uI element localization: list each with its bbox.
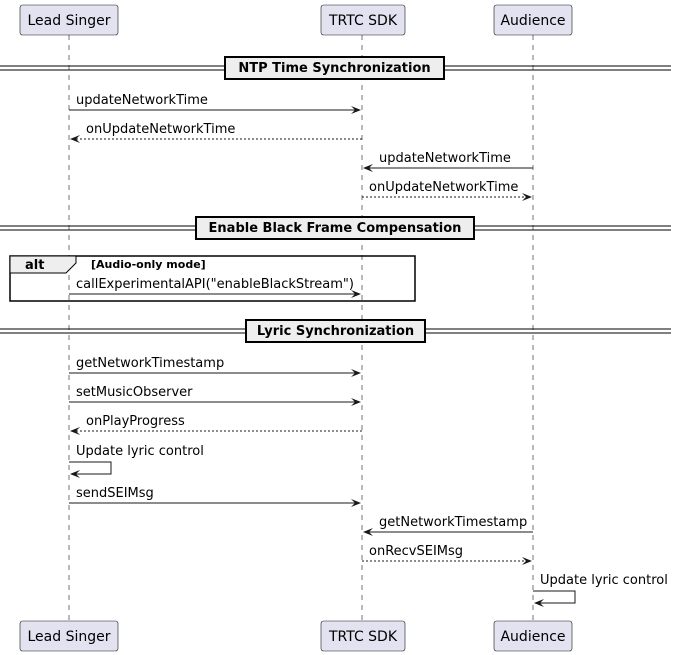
message-label: getNetworkTimestamp	[379, 515, 527, 530]
participant-box	[320, 4, 406, 36]
divider-box	[195, 216, 475, 240]
message-line	[69, 461, 112, 475]
participant-box	[19, 4, 119, 36]
arrowhead	[534, 599, 544, 607]
message-label: updateNetworkTime	[76, 93, 208, 108]
section-title: Lyric Synchronization	[257, 324, 414, 339]
divider-box	[245, 319, 426, 343]
message-label: onUpdateNetworkTime	[86, 122, 235, 137]
arrowhead	[351, 290, 361, 298]
message: getNetworkTimestamp	[69, 356, 361, 377]
message: Update lyric control	[533, 573, 668, 607]
arrowhead	[363, 528, 373, 536]
participant-label: Audience	[500, 13, 565, 29]
arrowhead	[351, 499, 361, 507]
message-line	[533, 590, 576, 604]
message-label: sendSEIMsg	[76, 486, 154, 501]
fragment-tab	[9, 255, 77, 274]
arrowhead	[70, 427, 80, 435]
alt-fragment: alt [Audio-only mode]	[9, 255, 416, 302]
fragment-operator: alt	[25, 258, 44, 273]
message: onUpdateNetworkTime	[362, 180, 532, 201]
participant-box	[320, 620, 406, 652]
section-title: Enable Black Frame Compensation	[209, 221, 462, 236]
message: onUpdateNetworkTime	[70, 122, 362, 143]
participant-lead-top: Lead Singer	[19, 4, 119, 36]
message: sendSEIMsg	[69, 486, 361, 507]
message-label: onUpdateNetworkTime	[369, 180, 518, 195]
arrowhead	[522, 193, 532, 201]
message: onRecvSEIMsg	[362, 544, 532, 565]
participant-box	[19, 620, 119, 652]
participant-aud-bottom: Audience	[493, 620, 573, 652]
participant-label: Lead Singer	[28, 629, 111, 645]
arrowhead	[522, 557, 532, 565]
message-label: Update lyric control	[76, 444, 204, 459]
participant-box	[493, 620, 573, 652]
message: setMusicObserver	[69, 385, 361, 406]
message-label: callExperimentalAPI("enableBlackStream")	[76, 277, 354, 292]
message-label: onPlayProgress	[86, 414, 185, 429]
participant-label: Audience	[500, 629, 565, 645]
arrowhead	[70, 470, 80, 478]
participant-box	[493, 4, 573, 36]
message-label: getNetworkTimestamp	[76, 356, 224, 371]
participant-lead-bottom: Lead Singer	[19, 620, 119, 652]
participant-label: Lead Singer	[28, 13, 111, 29]
message-label: onRecvSEIMsg	[369, 544, 463, 559]
arrowhead	[351, 369, 361, 377]
arrowhead	[70, 135, 80, 143]
message: Update lyric control	[69, 444, 204, 478]
section-divider: Lyric Synchronization	[0, 319, 671, 343]
section-title: NTP Time Synchronization	[238, 61, 430, 76]
participant-label: TRTC SDK	[328, 13, 398, 29]
participant-label: TRTC SDK	[328, 629, 398, 645]
message-label: Update lyric control	[540, 573, 668, 588]
section-divider: Enable Black Frame Compensation	[0, 216, 671, 240]
participant-aud-top: Audience	[493, 4, 573, 36]
message-label: updateNetworkTime	[379, 151, 511, 166]
divider-box	[224, 56, 445, 80]
arrowhead	[363, 164, 373, 172]
fragment-frame	[9, 255, 416, 302]
participant-sdk-bottom: TRTC SDK	[320, 620, 406, 652]
message: updateNetworkTime	[69, 93, 361, 114]
arrowhead	[351, 106, 361, 114]
message: getNetworkTimestamp	[363, 515, 533, 536]
message: updateNetworkTime	[363, 151, 533, 172]
fragment-guard: [Audio-only mode]	[91, 258, 206, 271]
message: callExperimentalAPI("enableBlackStream")	[69, 277, 361, 298]
section-divider: NTP Time Synchronization	[0, 56, 671, 80]
message-label: setMusicObserver	[76, 385, 193, 400]
arrowhead	[351, 398, 361, 406]
message: onPlayProgress	[70, 414, 362, 435]
participant-sdk-top: TRTC SDK	[320, 4, 406, 36]
